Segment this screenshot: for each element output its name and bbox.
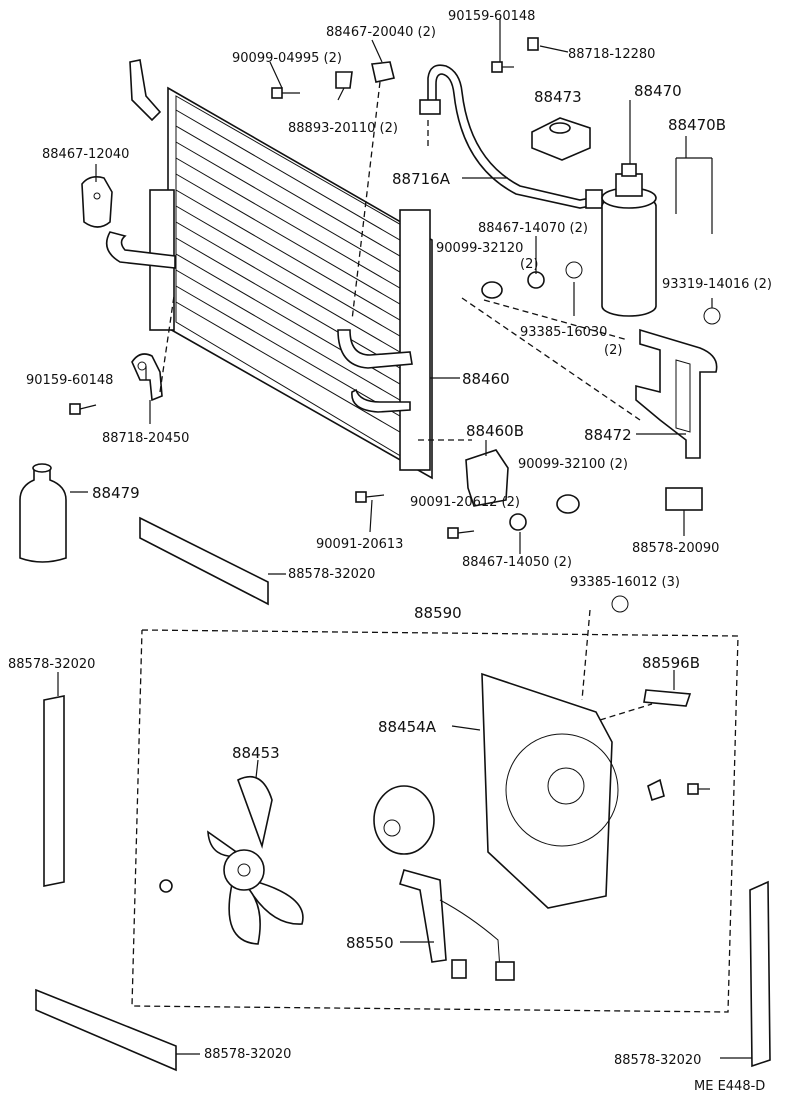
receiver-drier-icon [601, 163, 657, 317]
label-90159-60148-left: 90159-60148 [26, 373, 113, 388]
cover-cap-icon [531, 117, 591, 161]
receiver-bracket-icon [635, 328, 718, 459]
label-88454a: 88454A [378, 718, 437, 736]
label-88718-12280: 88718-12280 [568, 47, 655, 62]
fan-assembly-frame [131, 629, 739, 1013]
label-88578-32020-d: 88578-32020 [614, 1053, 701, 1068]
label-93319-14016: 93319-14016 (2) [662, 277, 772, 292]
label-88470: 88470 [634, 82, 682, 100]
label-88467-14050: 88467-14050 (2) [462, 555, 572, 570]
compressor-oil-bottle-icon [19, 463, 67, 563]
label-88716a: 88716A [392, 170, 451, 188]
label-plate-icon [643, 689, 692, 707]
label-90099-32120-qty: (2) [520, 257, 538, 272]
label-88470b: 88470B [668, 116, 726, 134]
label-90099-04995: 90099-04995 (2) [232, 51, 342, 66]
label-93385-16012: 93385-16012 (3) [570, 575, 680, 590]
leader-lines [57, 18, 752, 1059]
label-88460: 88460 [462, 370, 510, 388]
label-90099-32120: 90099-32120 [436, 241, 523, 256]
condenser-icon [105, 59, 433, 480]
label-88578-32020-a: 88578-32020 [288, 567, 375, 582]
label-88473: 88473 [534, 88, 582, 106]
fan-motor-icon [373, 785, 515, 981]
cushion-icon [81, 176, 113, 228]
label-90099-32100: 90099-32100 (2) [518, 457, 628, 472]
label-88453: 88453 [232, 744, 280, 762]
label-88472: 88472 [584, 426, 632, 444]
fan-shroud-icon [481, 672, 619, 909]
label-90159-60148-top: 90159-60148 [448, 9, 535, 24]
label-88893-20110: 88893-20110 (2) [288, 121, 398, 136]
label-90091-20612: 90091-20612 (2) [410, 495, 520, 510]
discharge-pipe-88716a [419, 64, 603, 209]
label-88467-14070: 88467-14070 (2) [478, 221, 588, 236]
shroud-clip-icon [647, 778, 665, 802]
label-88596b: 88596B [642, 654, 700, 672]
fan-blade-icon [207, 775, 304, 945]
label-88467-20040: 88467-20040 (2) [326, 25, 436, 40]
label-88460b: 88460B [466, 422, 524, 440]
label-88578-20090: 88578-20090 [632, 541, 719, 556]
grommet-icon [159, 37, 580, 893]
label-88718-20450: 88718-20450 [102, 431, 189, 446]
label-88550: 88550 [346, 934, 394, 952]
label-88578-32020-b: 88578-32020 [8, 657, 95, 672]
label-90091-20613: 90091-20613 [316, 537, 403, 552]
label-88467-12040: 88467-12040 [42, 147, 129, 162]
mount-bracket-icon [465, 449, 509, 507]
cushion-block-icon [665, 487, 703, 511]
label-88578-32020-c: 88578-32020 [204, 1047, 291, 1062]
clip-icon [131, 353, 163, 402]
label-93385-16030-qty: (2) [604, 343, 622, 358]
footer-drawing-code: ME E448-D [694, 1079, 765, 1094]
label-88479: 88479 [92, 484, 140, 502]
seal-strip-icon [35, 516, 771, 1072]
guide-lines [159, 81, 653, 721]
part-labels: 88467-20040 (2) 90159-60148 88718-12280 … [8, 9, 772, 1094]
screw-icon [69, 61, 710, 795]
label-88590: 88590 [414, 604, 462, 622]
label-93385-16030: 93385-16030 [520, 325, 607, 340]
